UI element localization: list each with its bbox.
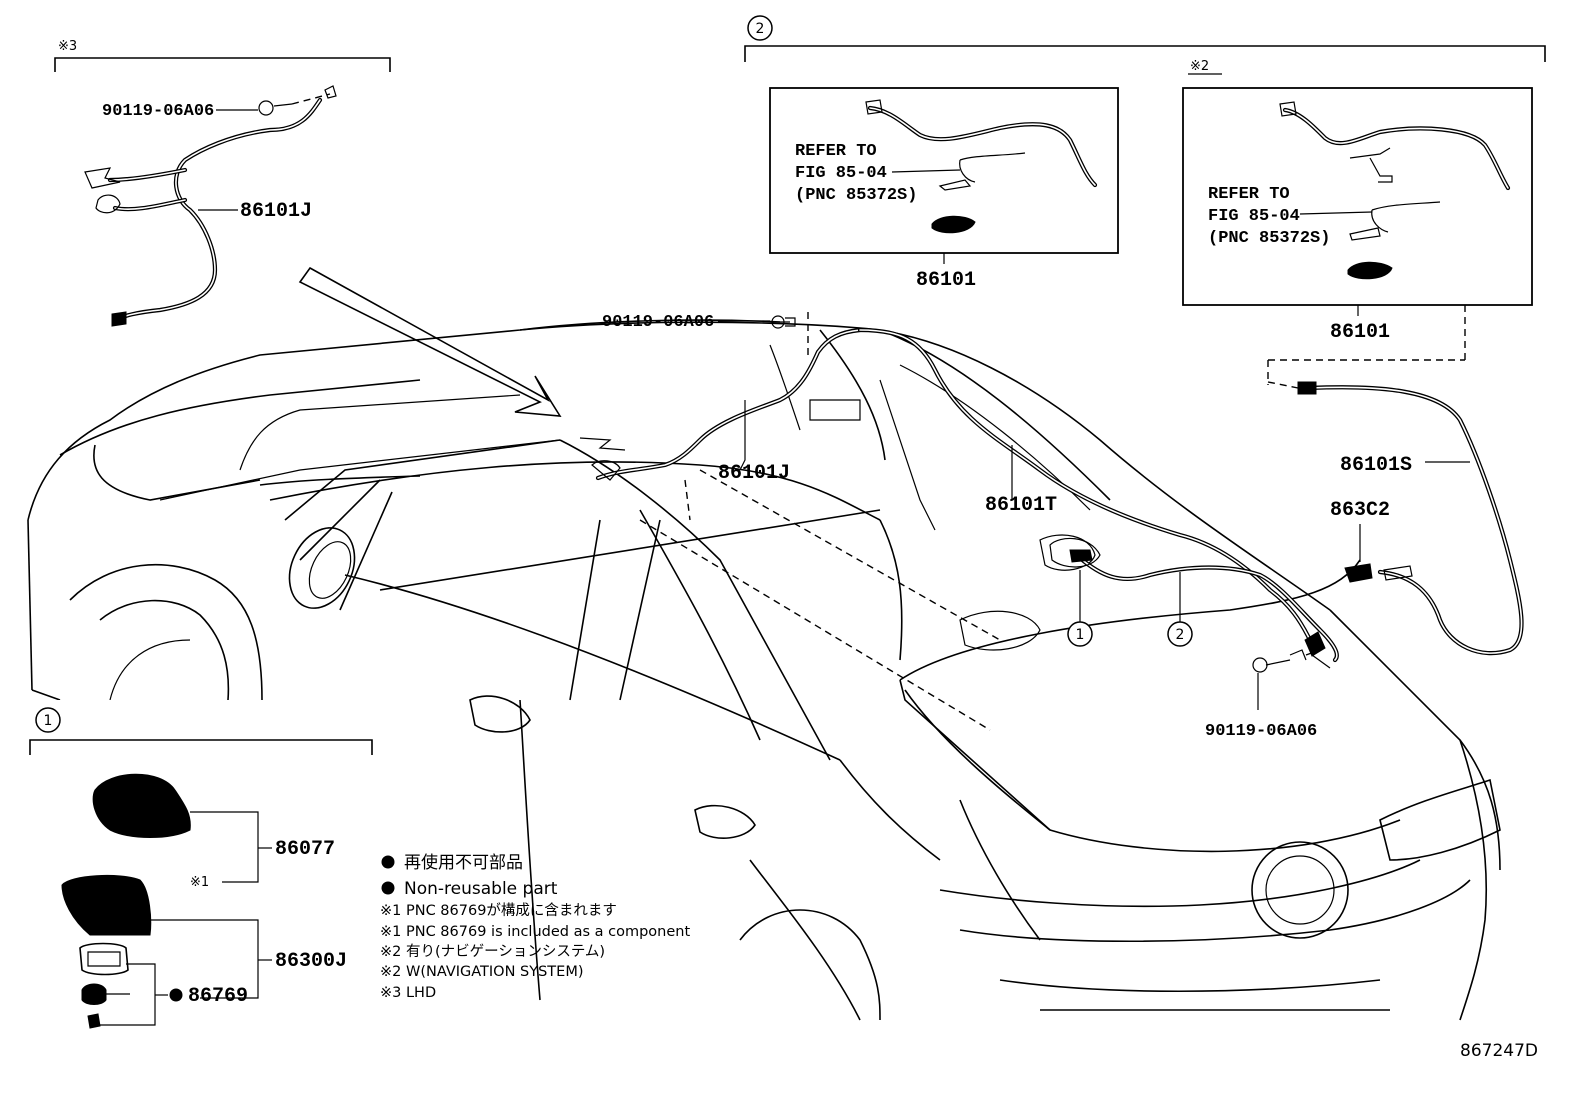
refer-b-line3: (PNC 85372S) <box>1208 229 1330 248</box>
bolt-rear-label: 90119-06A06 <box>1205 722 1317 741</box>
group-1-marker: 1 <box>44 713 53 729</box>
box2a-part-label: 86101 <box>916 269 976 292</box>
refer-a-line2: FIG 85-04 <box>795 164 887 183</box>
refer-a-line3: (PNC 85372S) <box>795 186 917 205</box>
harness-86101T <box>857 327 1313 643</box>
lhd-detail: ※3 90119-06A06 86101J <box>54 39 391 327</box>
direction-arrow <box>298 266 562 417</box>
bolt-roof-icon <box>771 315 796 329</box>
roof-harness-86101J <box>579 312 863 521</box>
callout-1-label: 1 <box>1076 627 1085 643</box>
antenna-cover-label: 86077 <box>275 838 335 861</box>
legend-note3: ※3 LHD <box>380 985 436 1001</box>
box2b-part-label: 86101 <box>1330 321 1390 344</box>
legend-en-nonreusable: Non-reusable part <box>404 879 558 899</box>
refer-b-line2: FIG 85-04 <box>1208 207 1300 226</box>
wire-86101J-roof-label: 86101J <box>718 462 790 485</box>
diagram-id: 867247D <box>1460 1041 1538 1061</box>
legend: 再使用不可部品 Non-reusable part ※1 PNC 86769が構… <box>380 852 690 1001</box>
part-863C2-label: 863C2 <box>1330 499 1390 522</box>
antenna-assy-label: 86300J <box>275 950 347 973</box>
bolt-upper-left-label: 90119-06A06 <box>102 102 214 121</box>
legend-note1-jp: ※1 PNC 86769が構成に含まれます <box>380 902 617 919</box>
callout-2: 2 <box>1167 572 1193 647</box>
cable-86101S <box>1267 179 1524 656</box>
legend-note2-jp: ※2 有り(ナビゲーションシステム) <box>380 943 605 960</box>
bolt-roof-label: 90119-06A06 <box>602 313 714 332</box>
antenna-cable-2 <box>1049 537 1339 669</box>
wire-86101S-label: 86101S <box>1340 454 1412 477</box>
nav-mark: ※2 <box>1190 59 1209 74</box>
refer-box-a: REFER TO FIG 85-04 (PNC 85372S) 86101 <box>769 87 1119 292</box>
group-2: 2 <box>744 15 1546 62</box>
legend-note2-en: ※2 W(NAVIGATION SYSTEM) <box>380 964 584 980</box>
callout-2-label: 2 <box>1176 627 1185 643</box>
note1-mark: ※1 <box>190 875 209 890</box>
group-2-marker: 2 <box>756 21 765 37</box>
lhd-mark: ※3 <box>58 39 77 54</box>
legend-jp-nonreusable: 再使用不可部品 <box>404 852 523 873</box>
callout-1: 1 <box>1067 570 1093 647</box>
gasket-label: 86769 <box>188 985 248 1008</box>
refer-box-b: ※2 REFER TO FIG 85-04 (PNC 85372S) 86101 <box>1182 59 1533 344</box>
wire-86101J-top-label: 86101J <box>240 200 312 223</box>
group-1: 1 ※1 86077 86300J 86769 <box>0 700 378 1099</box>
refer-a-line1: REFER TO <box>795 142 877 161</box>
refer-b-line1: REFER TO <box>1208 185 1290 204</box>
legend-note1-en: ※1 PNC 86769 is included as a component <box>380 924 690 940</box>
wire-86101T-label: 86101T <box>985 494 1057 517</box>
bolt-rear-icon <box>1252 649 1321 673</box>
